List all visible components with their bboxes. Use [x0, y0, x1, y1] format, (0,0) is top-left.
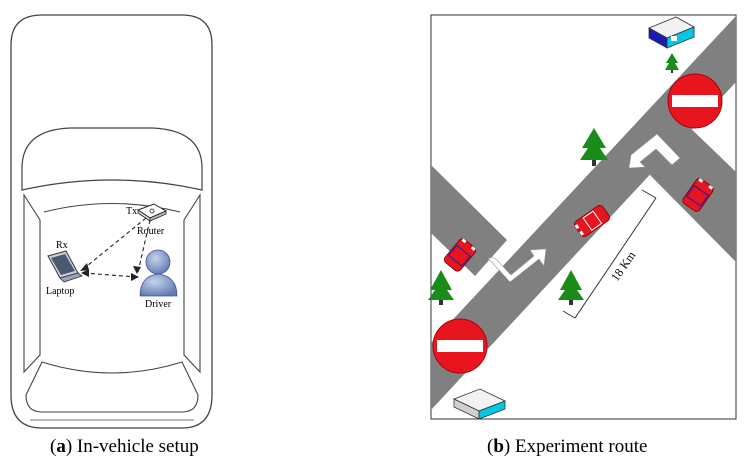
caption-a: (a) In-vehicle setup — [50, 436, 199, 457]
turn-arrow-upper — [628, 133, 681, 169]
experiment-route-panel: 18 Km (b) Experiment route — [420, 0, 748, 469]
wireless-links — [81, 217, 151, 278]
windshield — [21, 127, 203, 191]
caption-b-letter: b — [493, 436, 504, 457]
caption-a-letter: a — [56, 436, 66, 457]
car-body-outline — [10, 14, 213, 429]
arrowhead-laptop — [80, 263, 89, 271]
tree-icon — [665, 53, 679, 73]
driver-label: Driver — [145, 299, 172, 310]
main-road — [431, 16, 736, 410]
no-entry-sign-bottom — [432, 318, 488, 374]
rear-window — [25, 361, 199, 413]
left-branch-road — [431, 165, 507, 276]
building-icon-top — [648, 16, 695, 49]
driver-icon — [139, 249, 178, 297]
car-icon-middle — [574, 205, 610, 237]
laptop-icon — [47, 250, 83, 283]
car-interior-diagram: Tx Router Rx Laptop Driver — [10, 14, 213, 429]
caption-b-text: Experiment route — [514, 436, 648, 457]
router-label: Router — [137, 226, 165, 237]
caption-b: (b) Experiment route — [487, 436, 648, 457]
roof-line — [43, 202, 181, 213]
car-icon-right — [682, 178, 714, 212]
router-icon — [136, 203, 168, 222]
car-icon-left — [443, 238, 477, 272]
no-entry-sign-top — [667, 73, 723, 129]
tree-icon — [558, 270, 584, 305]
link-laptop-driver — [83, 272, 137, 278]
laptop-label: Laptop — [46, 286, 74, 297]
tree-icon — [428, 270, 454, 305]
distance-marker — [562, 189, 657, 319]
rx-label: Rx — [56, 240, 68, 251]
arrowhead-laptop-right — [81, 269, 89, 277]
link-router-driver — [137, 219, 151, 273]
building-icon-bottom — [452, 388, 507, 420]
tree-icon — [580, 128, 608, 166]
turn-arrow-lower — [487, 248, 547, 283]
arrowhead-driver-top — [133, 266, 141, 274]
tx-label: Tx — [126, 206, 137, 217]
arrowhead-driver-left — [131, 273, 139, 281]
right-side-window — [183, 193, 201, 374]
in-vehicle-setup-panel: Tx Router Rx Laptop Driver (a) In-vehicl… — [0, 0, 225, 469]
left-side-window — [23, 193, 41, 374]
route-map: 18 Km — [428, 14, 737, 420]
caption-a-text: In-vehicle setup — [76, 436, 199, 457]
